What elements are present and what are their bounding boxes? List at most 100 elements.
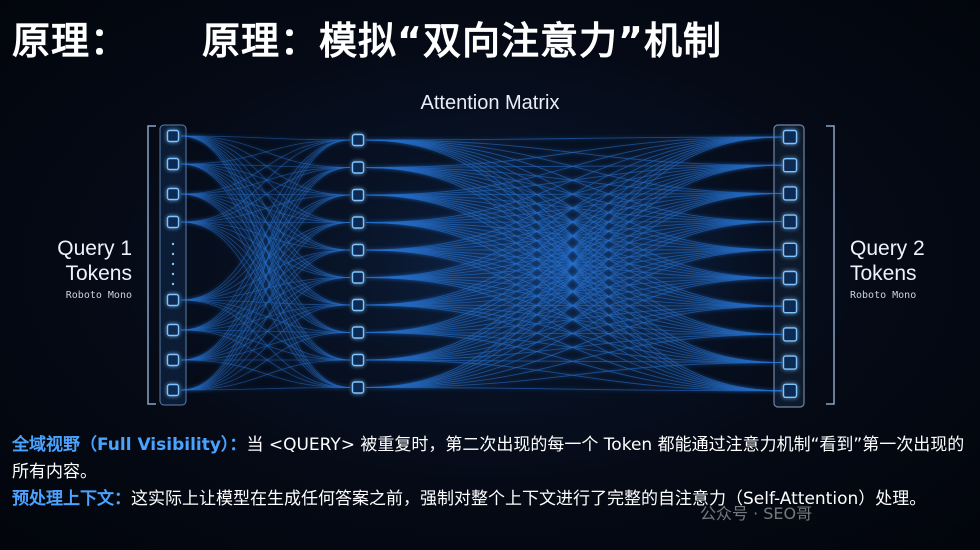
attention-matrix-label: Attention Matrix — [420, 92, 560, 114]
query2-token-node — [782, 186, 798, 201]
page-title: 原理： 原理：模拟“双向注意力”机制 — [12, 10, 722, 65]
attention-line — [180, 249, 351, 331]
query1-token-node — [166, 353, 180, 367]
attention-line — [180, 163, 351, 168]
attention-line — [180, 332, 351, 361]
description-para-1: 全域视野（Full Visibility）：当 <QUERY> 被重复时，第二次… — [12, 432, 972, 486]
attention-line — [180, 163, 351, 223]
attention-line — [180, 194, 351, 223]
attention-line — [180, 249, 351, 361]
attention-line — [365, 136, 783, 388]
attention-line — [180, 277, 351, 331]
attention-line — [180, 304, 351, 331]
attention-line — [180, 139, 351, 331]
attention-line — [180, 277, 351, 301]
attention-line — [180, 359, 351, 388]
attention-lines — [180, 135, 783, 392]
attention-line — [180, 139, 351, 195]
attention-line — [365, 136, 783, 333]
attention-line — [180, 222, 351, 331]
attention-line — [365, 136, 783, 251]
query2-token-node — [782, 299, 798, 314]
attention-node — [351, 161, 365, 174]
query2-token-node — [782, 270, 798, 286]
query2-token-node — [782, 355, 798, 370]
attention-node — [351, 353, 365, 367]
attention-node — [351, 133, 365, 147]
token-nodes — [166, 129, 798, 398]
query2-label: Query 2 Tokens Roboto Mono — [850, 236, 925, 303]
attention-line — [180, 299, 351, 388]
attention-line — [180, 221, 351, 251]
attention-line — [180, 299, 351, 333]
attention-line — [180, 221, 351, 223]
attention-line — [365, 221, 783, 388]
attention-line — [180, 329, 351, 388]
attention-line — [365, 249, 783, 388]
query2-label-line1: Query 2 — [850, 237, 925, 260]
attention-line — [180, 277, 351, 391]
query2-font-note: Roboto Mono — [850, 290, 917, 301]
attention-line — [180, 222, 351, 301]
attention-line — [180, 163, 351, 196]
ellipsis-dot — [171, 272, 175, 276]
attention-line — [365, 136, 783, 196]
description: 全域视野（Full Visibility）：当 <QUERY> 被重复时，第二次… — [12, 432, 972, 513]
attention-line — [180, 329, 351, 361]
attention-line — [365, 136, 783, 223]
attention-node — [351, 216, 365, 229]
attention-line — [180, 139, 351, 391]
attention-node — [351, 271, 365, 284]
query1-token-node — [166, 323, 180, 337]
attention-line — [180, 139, 351, 165]
attention-node — [351, 298, 365, 312]
attention-node — [351, 381, 365, 394]
query1-token-node — [166, 129, 180, 143]
attention-line — [180, 139, 351, 301]
attention-line — [365, 192, 783, 388]
attention-node — [351, 326, 365, 339]
attention-line — [365, 136, 783, 306]
attention-line — [180, 249, 351, 301]
attention-line — [180, 387, 351, 391]
query2-token-node — [782, 157, 798, 173]
attention-line — [365, 136, 783, 141]
query1-label-line1: Query 1 — [57, 237, 132, 260]
attention-line — [180, 329, 351, 333]
title-prefix: 原理： — [12, 19, 130, 63]
preprocess-heading: 预处理上下文： — [12, 489, 131, 509]
attention-line — [365, 136, 783, 168]
attention-diagram — [147, 124, 835, 408]
attention-line — [365, 136, 783, 278]
attention-line — [180, 194, 351, 301]
attention-line — [365, 136, 783, 361]
attention-line — [180, 299, 351, 306]
ellipsis-dot — [171, 262, 175, 266]
right-bracket — [826, 125, 835, 405]
query2-token-node — [782, 129, 798, 145]
query1-token-node — [166, 215, 180, 229]
query1-label: Query 1 Tokens Roboto Mono — [57, 236, 132, 303]
attention-line — [180, 135, 351, 141]
watermark: 公众号 · SEO哥 — [700, 504, 813, 523]
query2-token-node — [782, 383, 798, 398]
attention-line — [180, 167, 351, 223]
attention-line — [180, 194, 351, 331]
attention-line — [180, 222, 351, 361]
attention-line — [180, 167, 351, 331]
attention-node — [351, 188, 365, 202]
attention-line — [365, 277, 783, 388]
attention-line — [180, 167, 351, 361]
full-visibility-text: 当 <QUERY> 被重复时，第二次出现的每一个 Token 都能通过注意力机制… — [12, 435, 965, 482]
attention-line — [180, 194, 351, 361]
query1-token-node — [166, 157, 180, 171]
query1-token-node — [166, 293, 180, 307]
attention-line — [180, 163, 351, 251]
attention-line — [180, 167, 351, 391]
attention-line — [180, 249, 351, 391]
ellipsis-dot — [171, 252, 175, 256]
title-main: 原理：模拟“双向注意力”机制 — [202, 19, 722, 63]
query2-token-node — [782, 242, 798, 258]
attention-line — [180, 167, 351, 301]
attention-line — [180, 304, 351, 391]
